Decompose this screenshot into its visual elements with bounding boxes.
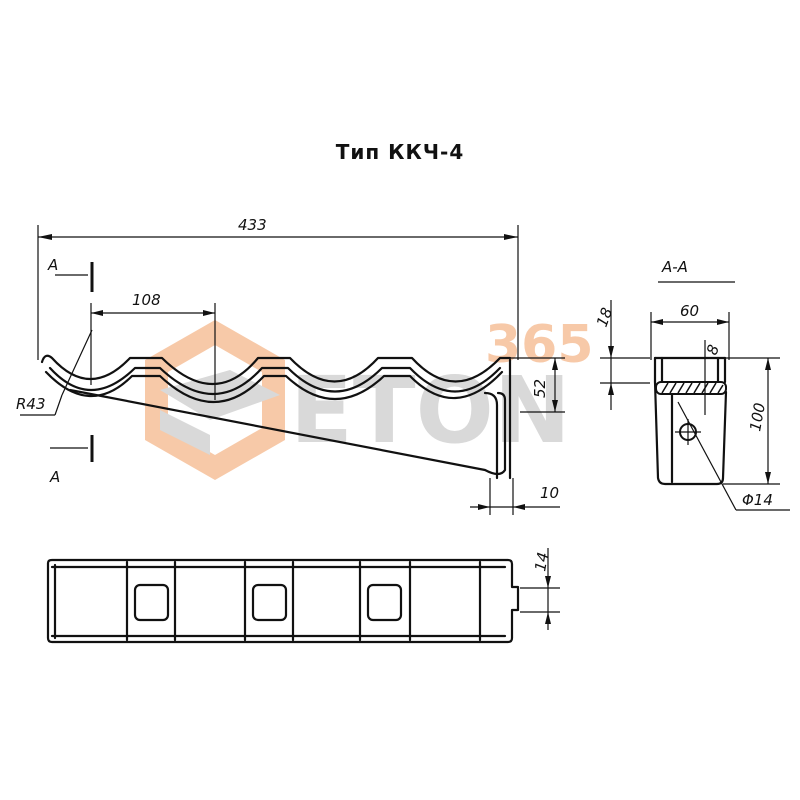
dim-thickness-bottom: 10 — [540, 484, 559, 502]
slot-2-icon — [251, 583, 288, 622]
dim-section-width: 60 — [680, 302, 699, 320]
dim-section-height: 100 — [746, 401, 769, 432]
section-marker-top: А — [47, 256, 58, 274]
dim-overall-length: 433 — [238, 216, 267, 234]
dim-plan-slot: 14 — [531, 551, 552, 573]
dim-hole-diameter: Φ14 — [742, 491, 773, 509]
section-a-a: А-А 60 18 8 — [593, 258, 790, 511]
plan-view: 14 — [46, 548, 560, 644]
drawing-title: Тип ККЧ-4 — [335, 140, 465, 164]
side-view: 433 А 108 R43 А 52 — [16, 216, 565, 515]
dim-section-flange: 18 — [593, 305, 616, 329]
section-label: А-А — [661, 258, 688, 276]
slot-3-icon — [366, 583, 403, 622]
section-marker-bottom: А — [49, 468, 60, 486]
dim-height-tip: 52 — [531, 379, 549, 398]
dim-section-rib: 8 — [703, 342, 723, 357]
dim-radius: R43 — [16, 395, 46, 413]
dim-pitch: 108 — [132, 291, 161, 309]
slot-1-icon — [133, 583, 170, 622]
watermark-number: 365 — [485, 315, 594, 375]
